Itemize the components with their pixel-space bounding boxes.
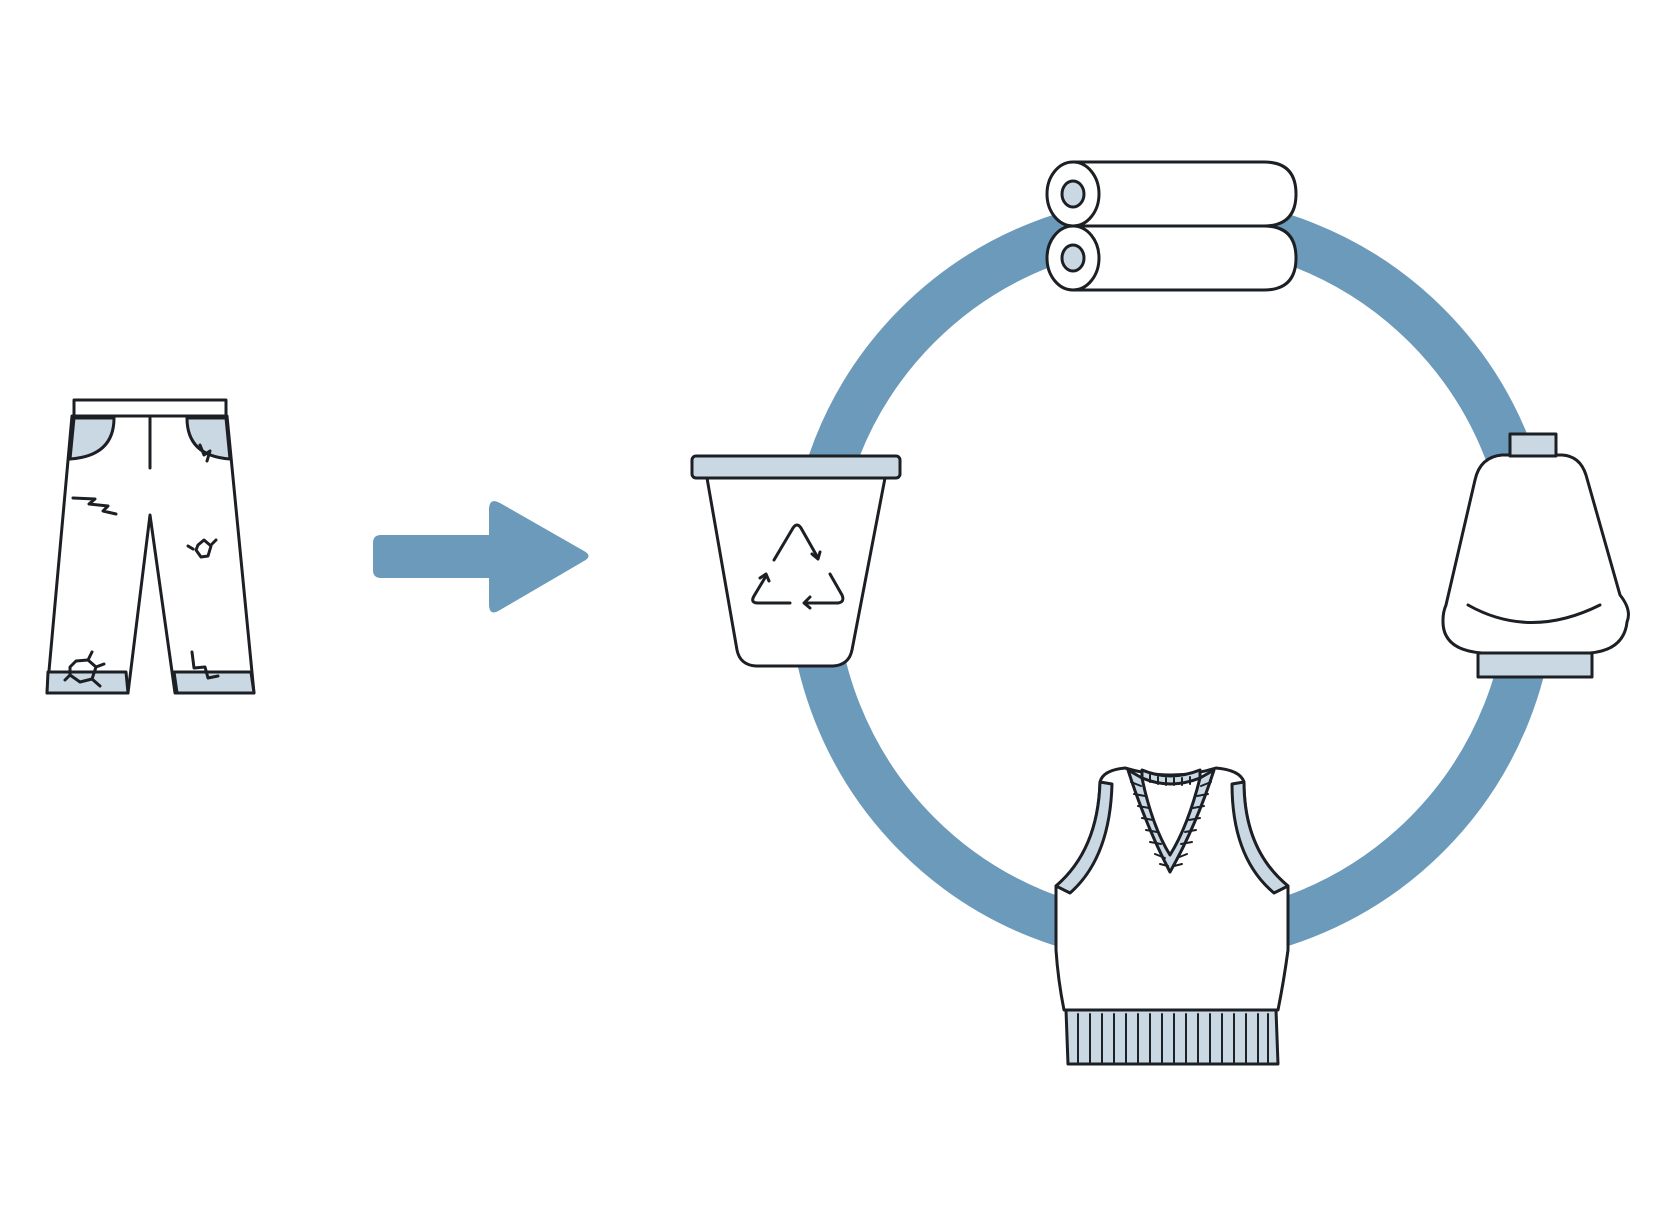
yarn-cone-icon <box>1441 432 1630 679</box>
worn-jeans-icon <box>45 398 256 695</box>
fabric-rolls-icon <box>1045 160 1298 292</box>
flow-arrow-icon <box>373 501 589 613</box>
recycling-bin-icon <box>690 454 902 668</box>
recycle-symbol-icon <box>751 523 845 610</box>
knit-vest-icon <box>1054 766 1290 1066</box>
